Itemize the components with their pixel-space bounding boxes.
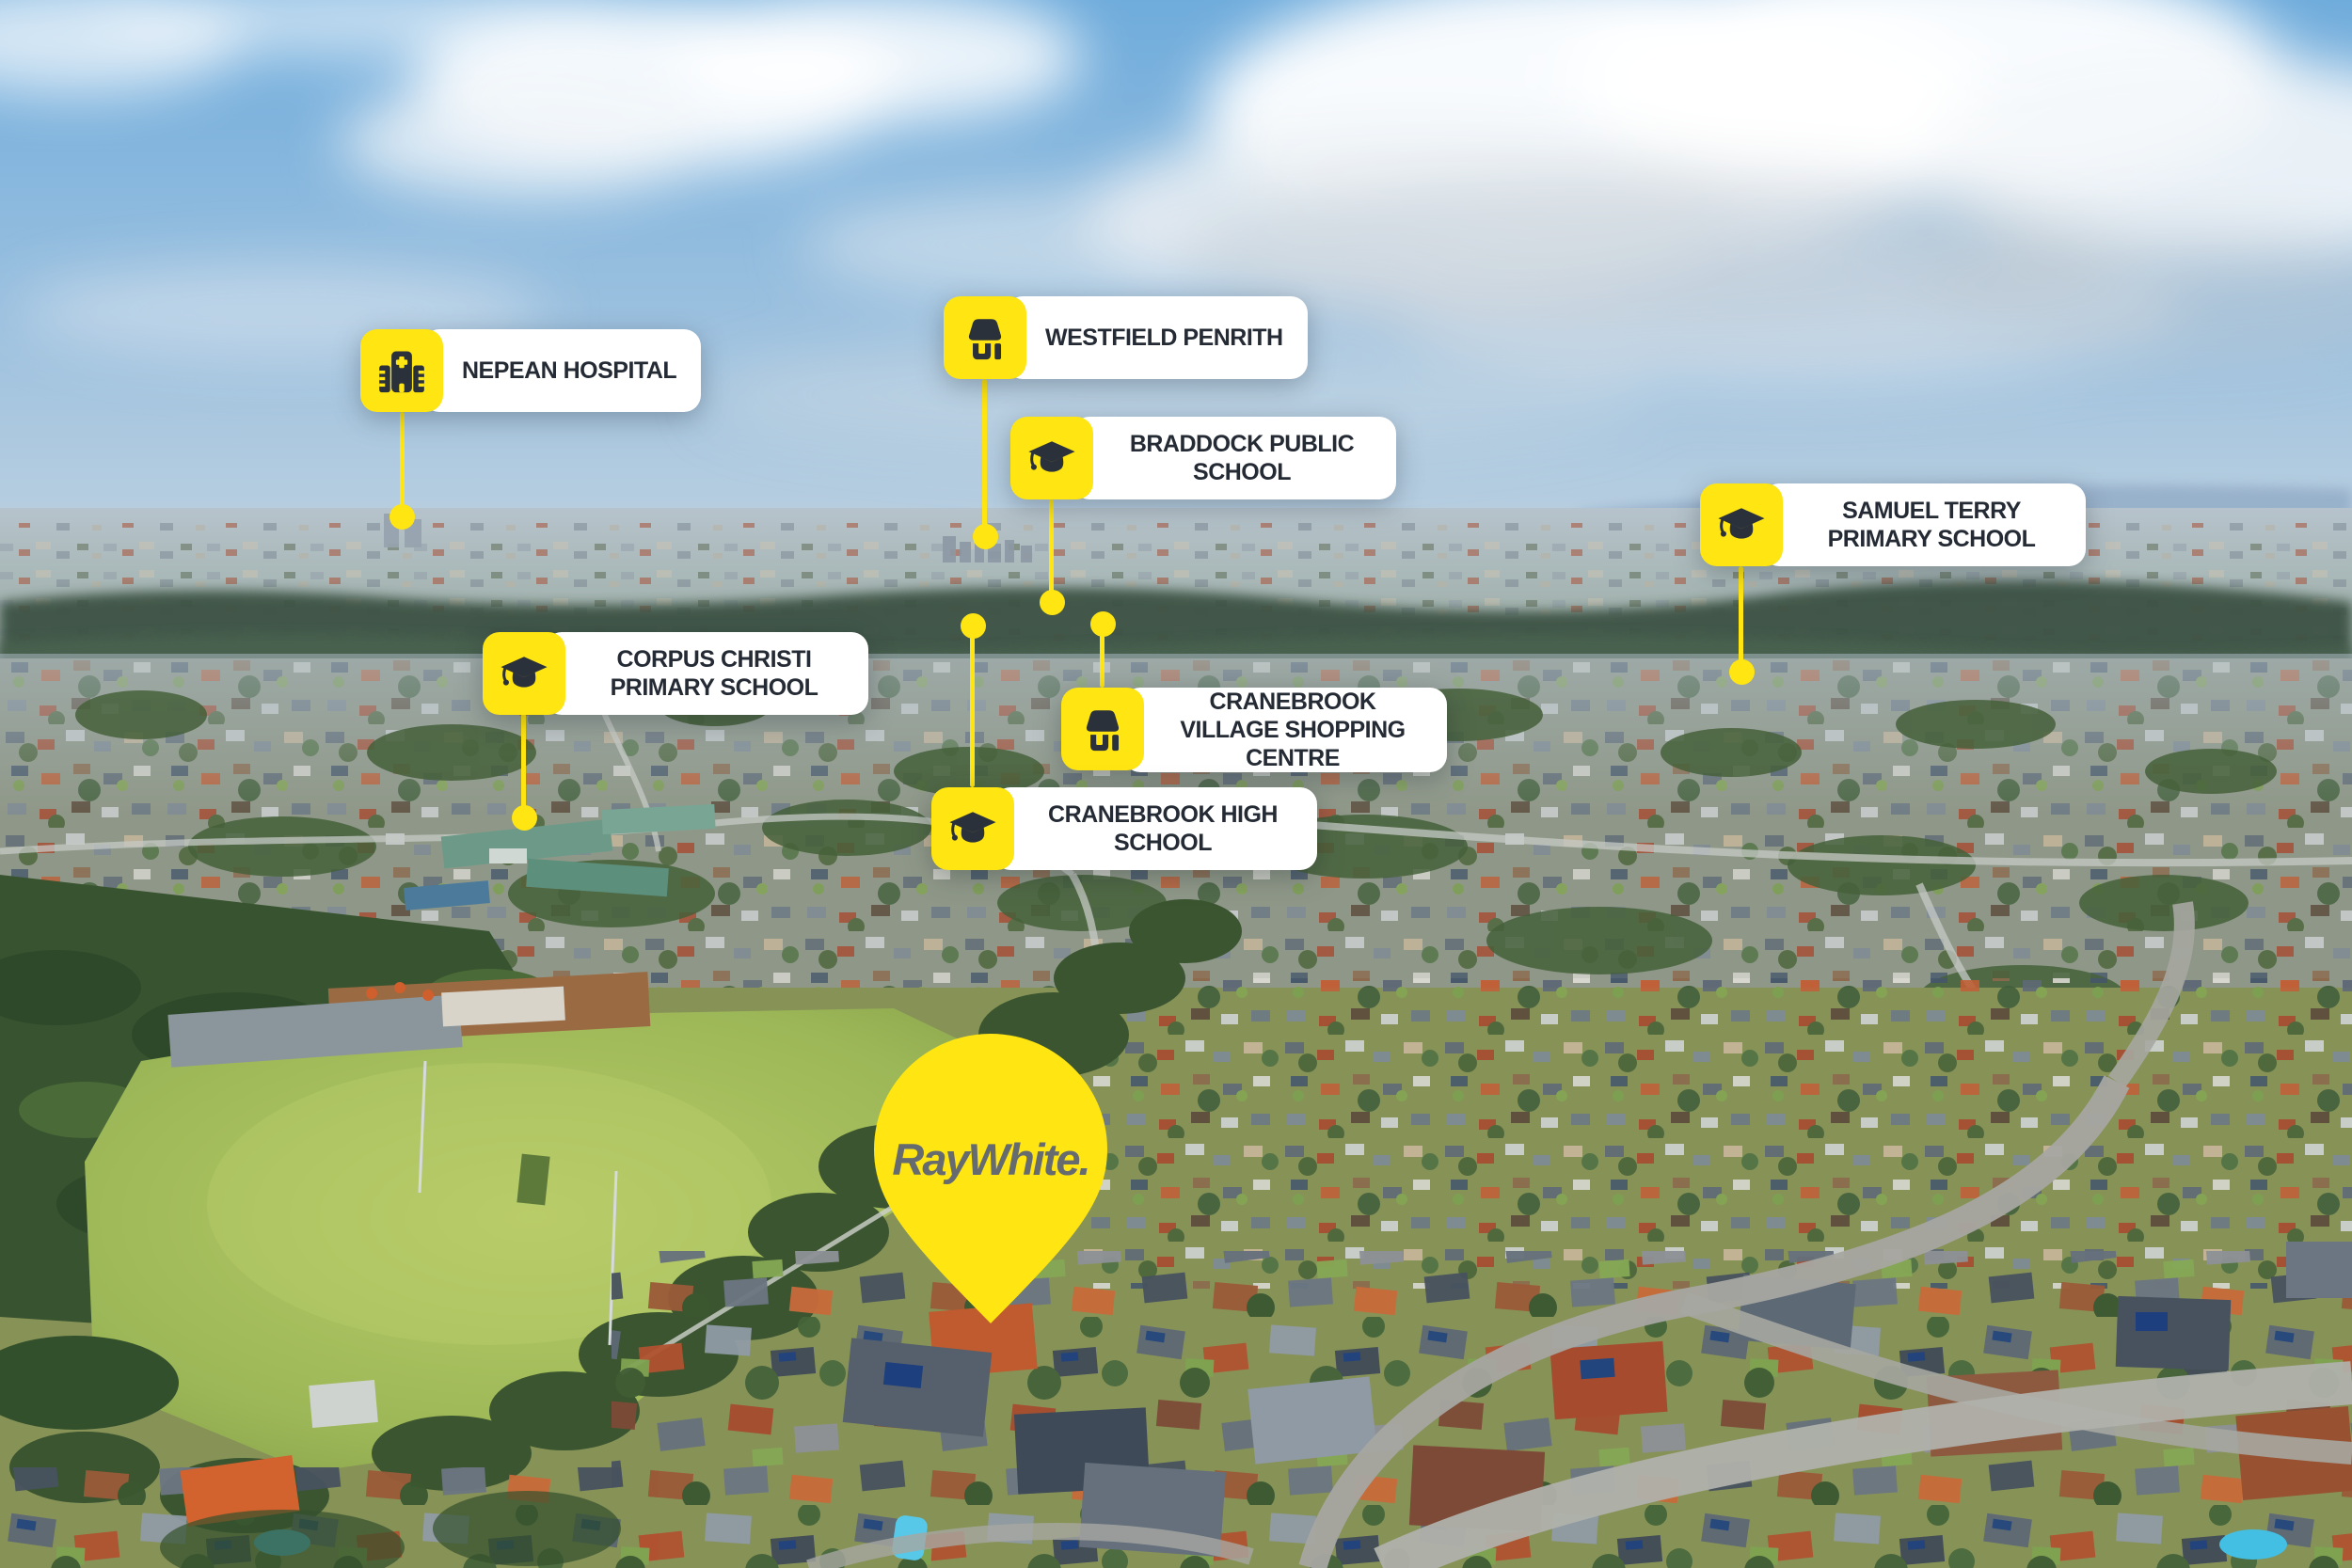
leader-line-nepean-hospital (400, 412, 405, 516)
callout-label: NEPEAN HOSPITAL (422, 329, 702, 412)
leader-line-cranebrook-village-shopping-centre (1100, 624, 1104, 688)
callout-corpus-christi-primary-school: CORPUS CHRISTI PRIMARY SCHOOL (483, 632, 868, 715)
callout-cranebrook-village-shopping-centre: CRANEBROOK VILLAGE SHOPPING CENTRE (1061, 688, 1447, 772)
map-dot-westfield-penrith (973, 524, 998, 549)
leader-line-samuel-terry-primary-school (1739, 566, 1743, 672)
leader-line-braddock-public-school (1049, 499, 1054, 602)
callout-label: BRADDOCK PUBLIC SCHOOL (1073, 417, 1396, 499)
raywhite-property-pin: RayWhite. (868, 1028, 1113, 1329)
callout-label: WESTFIELD PENRITH (1006, 296, 1308, 379)
callout-label: CORPUS CHRISTI PRIMARY SCHOOL (545, 632, 868, 715)
callout-label: CRANEBROOK VILLAGE SHOPPING CENTRE (1123, 688, 1447, 772)
callout-nepean-hospital: NEPEAN HOSPITAL (360, 329, 702, 412)
map-dot-cranebrook-village-shopping-centre (1090, 611, 1116, 637)
callout-label: SAMUEL TERRY PRIMARY SCHOOL (1762, 483, 2086, 566)
map-dot-braddock-public-school (1040, 590, 1065, 615)
callout-label: CRANEBROOK HIGH SCHOOL (993, 787, 1317, 870)
graduation-cap-icon (1700, 483, 1783, 566)
leader-line-corpus-christi-primary-school (521, 713, 526, 817)
store-icon (1061, 688, 1144, 770)
hospital-icon (360, 329, 443, 412)
map-dot-cranebrook-high-school (961, 613, 986, 639)
callout-braddock-public-school: BRADDOCK PUBLIC SCHOOL (1010, 417, 1396, 499)
store-icon (944, 296, 1026, 379)
callout-westfield-penrith: WESTFIELD PENRITH (944, 296, 1308, 379)
leader-line-westfield-penrith (982, 379, 987, 536)
graduation-cap-icon (931, 787, 1014, 870)
map-dot-nepean-hospital (389, 504, 415, 530)
callout-samuel-terry-primary-school: SAMUEL TERRY PRIMARY SCHOOL (1700, 483, 2086, 566)
leader-line-cranebrook-high-school (970, 626, 975, 787)
graduation-cap-icon (483, 632, 565, 715)
graduation-cap-icon (1010, 417, 1093, 499)
map-dot-corpus-christi-primary-school (512, 805, 537, 831)
raywhite-logo: RayWhite. (892, 1134, 1090, 1184)
map-dot-samuel-terry-primary-school (1729, 659, 1755, 685)
callout-cranebrook-high-school: CRANEBROOK HIGH SCHOOL (931, 787, 1317, 870)
map-pin-icon (874, 1034, 1107, 1323)
